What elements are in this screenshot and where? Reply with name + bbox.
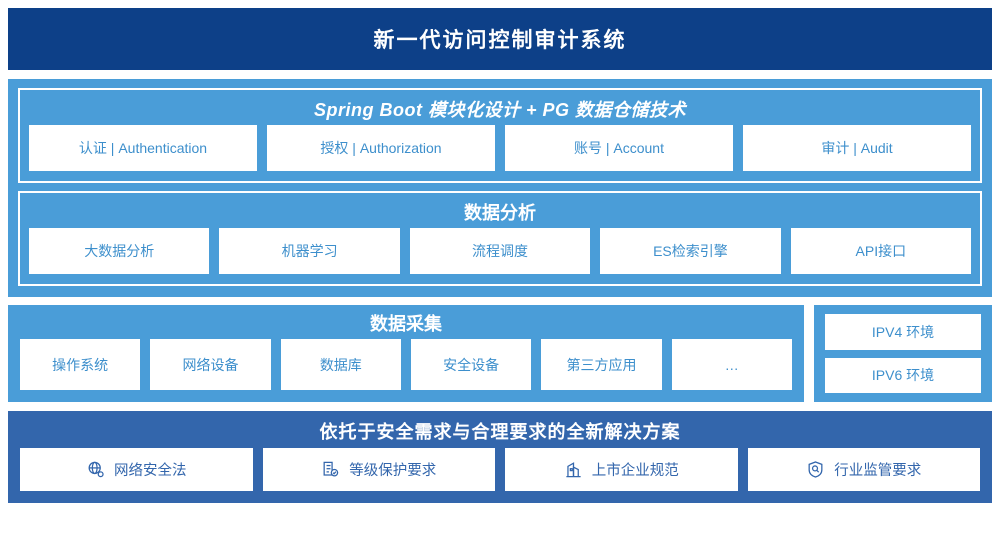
- document-check-icon: [321, 460, 340, 479]
- analysis-card-bigdata[interactable]: 大数据分析: [29, 228, 210, 274]
- environment-card-ipv6[interactable]: IPV6 环境: [825, 357, 981, 393]
- compliance-card-industry-regulation[interactable]: 行业监管要求: [747, 448, 980, 491]
- platform-group-title: Spring Boot 模块化设计 + PG 数据仓储技术: [313, 100, 686, 120]
- platform-card-authorization[interactable]: 授权 | Authorization: [267, 125, 495, 171]
- analysis-group: 数据分析 大数据分析 机器学习 流程调度 ES检索引擎 API接口: [18, 191, 982, 286]
- compliance-section: 依托于安全需求与合理要求的全新解决方案 网络安全法: [8, 411, 992, 503]
- collection-section: 数据采集 操作系统 网络设备 数据库 安全设备 第三方应用 …: [8, 305, 804, 402]
- collection-card-row: 操作系统 网络设备 数据库 安全设备 第三方应用 …: [20, 339, 792, 390]
- collection-card-database[interactable]: 数据库: [280, 339, 401, 390]
- collection-card-third-party-app[interactable]: 第三方应用: [541, 339, 662, 390]
- collection-card-operating-system[interactable]: 操作系统: [20, 339, 141, 390]
- analysis-card-process-scheduling[interactable]: 流程调度: [409, 228, 591, 274]
- bank-building-icon: [564, 460, 583, 479]
- platform-card-authentication[interactable]: 认证 | Authentication: [29, 125, 257, 171]
- compliance-card-row: 网络安全法 等级保护要求: [20, 448, 980, 491]
- infographic-page: 新一代访问控制审计系统 Spring Boot 模块化设计 + PG 数据仓储技…: [0, 8, 1000, 537]
- analysis-card-machine-learning[interactable]: 机器学习: [219, 228, 400, 274]
- platform-card-account[interactable]: 账号 | Account: [505, 125, 733, 171]
- page-title: 新一代访问控制审计系统: [373, 29, 627, 52]
- collection-title: 数据采集: [370, 314, 442, 334]
- environment-card-ipv4[interactable]: IPV4 环境: [825, 314, 981, 350]
- compliance-title: 依托于安全需求与合理要求的全新解决方案: [319, 422, 681, 442]
- analysis-card-es-search-engine[interactable]: ES检索引擎: [600, 228, 781, 274]
- compliance-card-listed-enterprise[interactable]: 上市企业规范: [505, 448, 738, 491]
- analysis-card-api[interactable]: API接口: [790, 228, 972, 274]
- collection-row: 数据采集 操作系统 网络设备 数据库 安全设备 第三方应用 … IPV4 环境 …: [8, 305, 992, 402]
- compliance-card-label: 网络安全法: [114, 463, 187, 479]
- globe-network-icon: [86, 460, 105, 479]
- platform-card-audit[interactable]: 审计 | Audit: [743, 125, 971, 171]
- analysis-card-row: 大数据分析 机器学习 流程调度 ES检索引擎 API接口: [29, 228, 972, 274]
- analysis-group-title: 数据分析: [464, 203, 536, 223]
- platform-group: Spring Boot 模块化设计 + PG 数据仓储技术 认证 | Authe…: [18, 88, 982, 183]
- compliance-card-classified-protection[interactable]: 等级保护要求: [262, 448, 495, 491]
- compliance-card-label: 行业监管要求: [834, 463, 922, 479]
- platform-stack-section: Spring Boot 模块化设计 + PG 数据仓储技术 认证 | Authe…: [8, 79, 992, 297]
- collection-card-security-device[interactable]: 安全设备: [410, 339, 532, 390]
- compliance-card-cybersecurity-law[interactable]: 网络安全法: [20, 448, 253, 491]
- collection-card-more[interactable]: …: [671, 339, 792, 390]
- environment-panel: IPV4 环境 IPV6 环境: [814, 305, 992, 402]
- compliance-card-label: 上市企业规范: [591, 463, 679, 479]
- compliance-card-label: 等级保护要求: [349, 463, 437, 479]
- collection-card-network-device[interactable]: 网络设备: [150, 339, 271, 390]
- page-header: 新一代访问控制审计系统: [8, 8, 992, 70]
- platform-card-row: 认证 | Authentication 授权 | Authorization 账…: [29, 125, 971, 171]
- shield-search-icon: [806, 460, 825, 479]
